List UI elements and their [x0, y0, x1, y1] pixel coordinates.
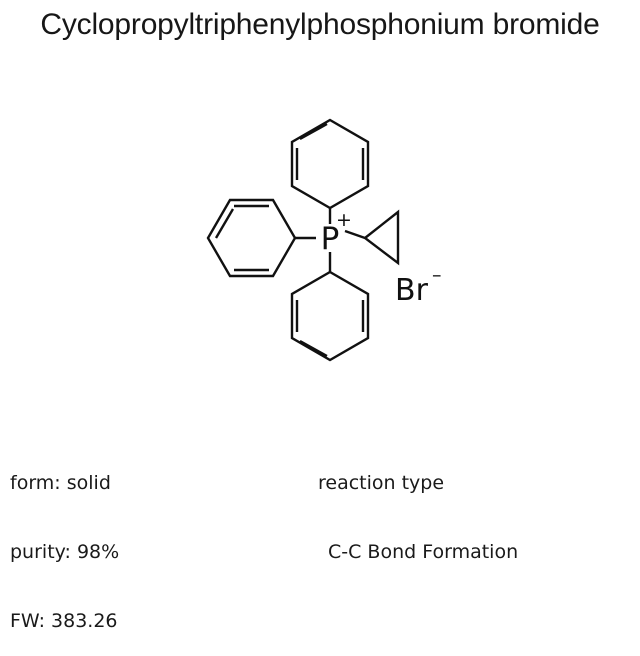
bromide-label: Br: [395, 273, 429, 308]
cyclopropyl-triangle: [363, 209, 400, 266]
phenyl-ring-top-hexagon: [290, 118, 370, 210]
bond-p-to-cyclopropyl: [344, 229, 366, 240]
phenyl-ring-left: [206, 198, 297, 278]
bromide-negative-charge: –: [432, 264, 442, 286]
reaction-type-value: C-C Bond Formation: [328, 541, 519, 563]
property-form: form: solid: [10, 472, 111, 494]
properties-list: form: solid purity: 98% FW: 383.26: [10, 426, 119, 656]
page-title: Cyclopropyltriphenylphosphonium bromide: [40, 8, 600, 41]
phenyl-ring-bottom-hexagon: [290, 270, 370, 362]
phenyl-ring-bottom: [290, 270, 370, 362]
reaction-type-block: reaction type C-C Bond Formation: [318, 426, 518, 587]
phenyl-ring-left-hexagon: [206, 198, 297, 278]
chemical-structure-diagram: P + Br –: [206, 118, 442, 362]
reaction-type-heading: reaction type: [318, 472, 445, 494]
phenyl-ring-bottom-double-bond-3: [299, 339, 328, 358]
phenyl-ring-top-double-bond-3: [299, 122, 328, 141]
phenyl-ring-left-double-bond-3: [214, 208, 235, 239]
property-formula-weight: FW: 383.26: [10, 610, 118, 632]
phenyl-ring-top: [290, 118, 370, 210]
phosphorus-atom-label: P: [321, 221, 340, 257]
cyclopropyl-ring: [363, 209, 400, 266]
phosphorus-positive-charge: +: [336, 209, 352, 231]
property-purity: purity: 98%: [10, 541, 120, 563]
